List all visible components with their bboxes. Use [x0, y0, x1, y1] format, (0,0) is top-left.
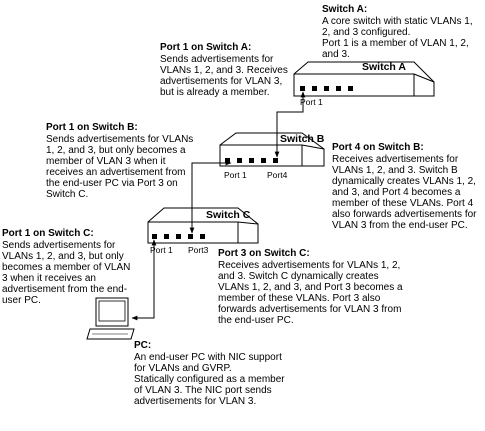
callout-port4-b-title: Port 4 on Switch B:: [332, 142, 424, 153]
callout-line: the end-user PC.: [218, 315, 294, 326]
callout-line: Receives advertisements for VLANs 1, 2,: [218, 260, 400, 271]
callout-line: An end-user PC with NIC support: [134, 352, 282, 363]
switch-a: Switch A Port 1: [293, 61, 435, 107]
callout-line: for VLANs and GVRP.: [134, 363, 232, 374]
callout-line: member of these VLANs. Port 3 also: [218, 293, 381, 304]
callout-line: of VLAN 3. The NIC port sends: [134, 385, 272, 396]
callout-port4-switch-b: Port 4 on Switch B: Receives advertiseme…: [332, 142, 477, 231]
callout-line: VLANs 1, 2, and 3. Receives: [160, 65, 288, 76]
switch-b-name: Switch B: [280, 133, 325, 145]
switch-b-port4-label: Port4: [267, 170, 288, 180]
callout-line: dynamically creates VLANs 1, 2,: [332, 176, 476, 187]
switch-b: Switch B Port 1 Port4: [219, 132, 325, 180]
switch-a-ports: [300, 86, 353, 91]
callout-line: advertisements for VLAN 3.: [134, 396, 256, 407]
callout-line: Port 1 is a member of VLAN 1, 2,: [322, 38, 469, 49]
callout-line: receives an advertisement from: [46, 167, 186, 178]
callout-switch-a-title: Switch A:: [322, 4, 367, 15]
callout-pc-title: PC:: [134, 340, 151, 351]
callout-line: user PC.: [2, 295, 41, 306]
callout-switch-a: Switch A: A core switch with static VLAN…: [322, 4, 473, 60]
links: [131, 91, 306, 321]
callout-port1-switch-a: Port 1 on Switch A: Sends advertisements…: [160, 42, 288, 98]
callout-port1-b-title: Port 1 on Switch B:: [46, 122, 138, 133]
callout-line: 3 when it receives an: [2, 273, 96, 284]
callout-port1-c-title: Port 1 on Switch C:: [2, 228, 94, 239]
callout-line: Sends advertisements for: [2, 240, 116, 251]
callout-port1-switch-b: Port 1 on Switch B: Sends advertisements…: [46, 122, 193, 200]
switch-c-port1-label: Port 1: [150, 245, 173, 255]
callout-line: Statically configured as a member: [134, 374, 285, 385]
callout-line: becomes a member of VLAN: [2, 262, 130, 273]
callout-line: VLANs 1, 2, and 3, but only: [2, 251, 124, 262]
callout-line: forwards advertisements for VLAN 3 from: [218, 304, 401, 315]
callout-line: advertisement from the end-: [2, 284, 127, 295]
callout-line: member of these VLANs. Port 4: [332, 198, 474, 209]
callout-port3-switch-c: Port 3 on Switch C: Receives advertiseme…: [218, 248, 403, 326]
switch-c-ports: [152, 234, 205, 239]
switch-a-name: Switch A: [362, 61, 406, 73]
switch-b-port1-label: Port 1: [224, 170, 247, 180]
callout-line: Receives advertisements for: [332, 154, 459, 165]
switch-b-ports: [225, 158, 278, 163]
callout-port1-a-title: Port 1 on Switch A:: [160, 42, 251, 53]
callout-line: VLANs 1, 2, and 3, and Port 3 becomes a: [218, 282, 403, 293]
callout-line: Sends advertisements for: [160, 54, 274, 65]
switch-a-port1-label: Port 1: [300, 97, 323, 107]
callout-line: Switch C.: [46, 189, 88, 200]
callout-line: but is already a member.: [160, 87, 270, 98]
callout-line: advertisements for VLAN 3,: [160, 76, 282, 87]
callout-line: VLAN 3 from the end-user PC.: [332, 220, 468, 231]
callout-line: 1, 2, and 3, but only becomes a: [46, 145, 186, 156]
link-c-pc: [131, 239, 157, 321]
switch-c-name: Switch C: [206, 209, 251, 221]
switch-c-port3-label: Port3: [188, 245, 209, 255]
link-b-c: [189, 160, 232, 234]
callout-port3-c-title: Port 3 on Switch C:: [218, 248, 310, 259]
callout-line: 2, and 3 configured.: [322, 27, 410, 38]
callout-port1-switch-c: Port 1 on Switch C: Sends advertisements…: [2, 228, 130, 306]
pc-icon: [86, 297, 135, 340]
callout-pc: PC: An end-user PC with NIC support for …: [134, 340, 285, 407]
callout-line: member of VLAN 3 when it: [46, 156, 166, 167]
callout-line: A core switch with static VLANs 1,: [322, 16, 473, 27]
callout-line: and 3.: [322, 49, 350, 60]
callout-line: Sends advertisements for VLANs: [46, 134, 193, 145]
callout-line: and 3, and Port 4 becomes a: [332, 187, 461, 198]
link-a-b: [274, 91, 306, 158]
callout-line: VLANs 1, 2, and 3. Switch B: [332, 165, 458, 176]
callout-line: and 3. Switch C dynamically creates: [218, 271, 379, 282]
callout-line: also forwards advertisements for: [332, 209, 477, 220]
callout-line: the end-user PC via Port 3 on: [46, 178, 178, 189]
